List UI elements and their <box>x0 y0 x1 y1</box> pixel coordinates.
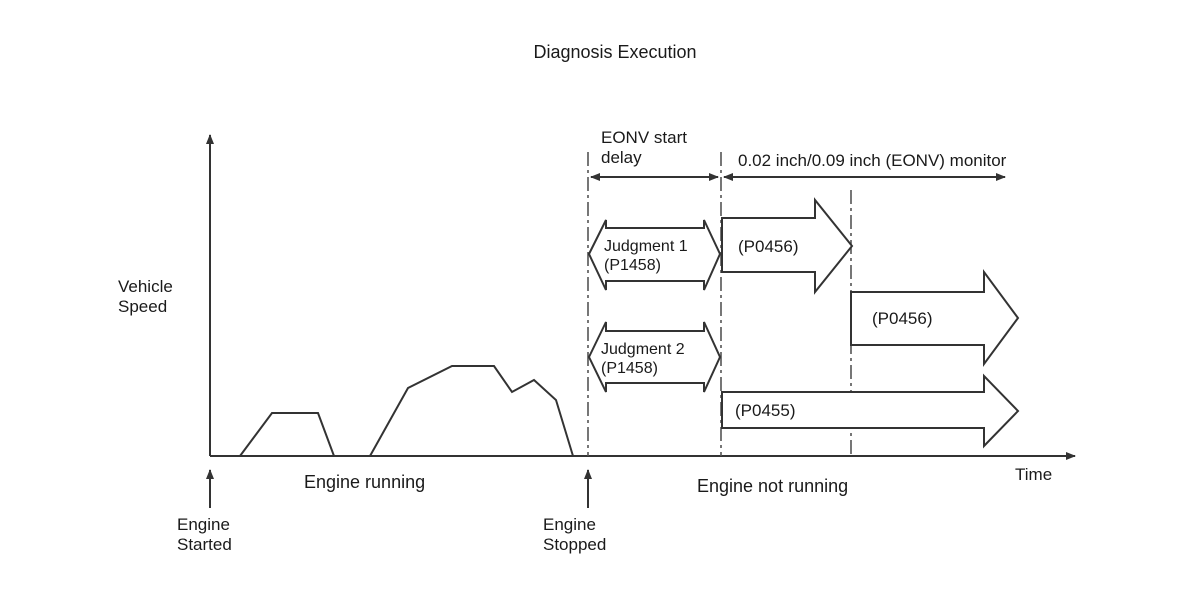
engine-not-running-label: Engine not running <box>697 476 848 496</box>
p0456-first-label: (P0456) <box>738 237 798 256</box>
judgment1-double-arrow <box>587 219 722 291</box>
engine-started-label-line1: Engine <box>177 515 230 534</box>
start-delay-label-line2: delay <box>601 148 642 167</box>
p0456-second-block-arrow <box>850 268 1020 368</box>
p0456-first-block-arrow <box>721 197 854 295</box>
judgment2-label-line2: (P1458) <box>601 360 658 377</box>
engine-stopped-label-line1: Engine <box>543 515 596 534</box>
judgment2-label-line1: Judgment 2 <box>601 341 685 358</box>
p0455-block-arrow <box>721 373 1020 449</box>
x-axis-label: Time <box>1015 465 1052 484</box>
engine-running-label: Engine running <box>304 472 425 492</box>
engine-started-label-line2: Started <box>177 535 232 554</box>
start-delay-label-line1: EONV start <box>601 128 687 147</box>
diagram-title: Diagnosis Execution <box>533 42 696 62</box>
y-axis-label-line1: Vehicle <box>118 277 173 296</box>
p0456-second-label: (P0456) <box>872 309 932 328</box>
judgment1-label-line1: Judgment 1 <box>604 238 688 255</box>
judgment1-label-line2: (P1458) <box>604 257 661 274</box>
engine-stopped-label-line2: Stopped <box>543 535 606 554</box>
p0455-label: (P0455) <box>735 401 795 420</box>
y-axis-label-line2: Speed <box>118 297 167 316</box>
monitor-label: 0.02 inch/0.09 inch (EONV) monitor <box>738 151 1007 170</box>
vehicle-speed-trace <box>239 365 574 457</box>
judgment2-double-arrow <box>587 321 722 393</box>
